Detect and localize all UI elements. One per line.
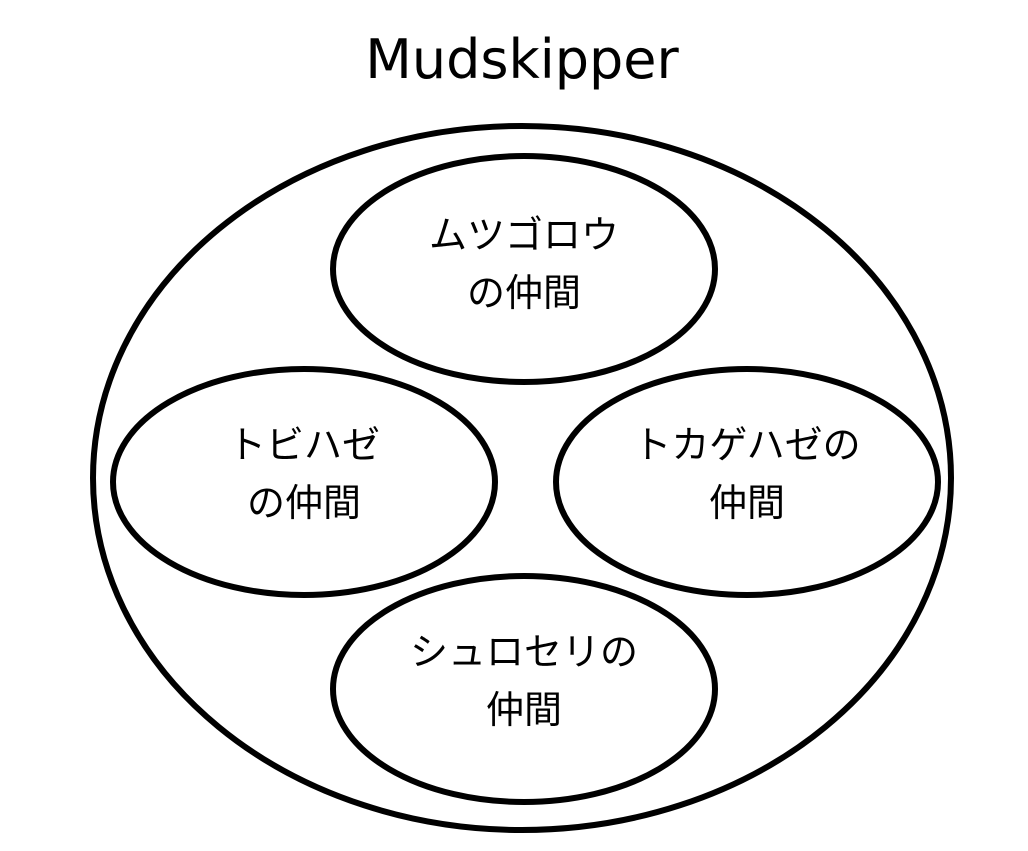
group-ellipse-tobihaze	[110, 366, 498, 598]
group-label-line: の仲間	[467, 271, 581, 315]
group-label-line: トカゲハゼの	[633, 423, 860, 467]
diagram-title: Mudskipper	[365, 28, 679, 91]
group-label-line: の仲間	[247, 481, 361, 525]
group-label-line: トビハゼ	[228, 423, 380, 467]
group-label-line: ムツゴロウ	[429, 213, 619, 257]
group-label-line: シュロセリの	[410, 630, 638, 674]
group-label-line: 仲間	[486, 688, 562, 732]
group-ellipse-mutsugorou	[330, 153, 718, 385]
group-ellipse-shuroseri	[330, 573, 718, 805]
group-ellipse-tokagehaze	[553, 366, 941, 598]
outer-group-ellipse	[90, 123, 954, 833]
group-label-line: 仲間	[709, 481, 785, 525]
